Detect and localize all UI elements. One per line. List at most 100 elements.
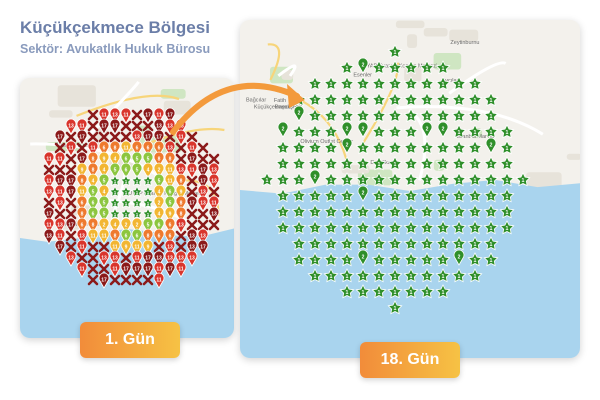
no-rank-icon[interactable] — [87, 109, 99, 121]
map-pin-icon[interactable]: 17 — [54, 239, 66, 256]
map-pin-icon[interactable]: 13 — [164, 140, 176, 157]
map-pin-icon[interactable]: 4 — [87, 173, 99, 190]
star-marker-icon[interactable]: 1 — [483, 204, 499, 219]
no-rank-icon[interactable] — [186, 208, 198, 220]
star-marker-icon[interactable]: 1 — [323, 124, 339, 139]
star-marker-icon[interactable]: 1 — [371, 156, 387, 171]
star-marker-icon[interactable]: 1 — [291, 140, 307, 155]
map-pin-icon[interactable]: 17 — [142, 107, 154, 124]
star-marker-icon[interactable]: 1 — [307, 156, 323, 171]
map-pin-icon[interactable]: 6 — [120, 162, 132, 179]
map-pin-icon[interactable]: 11 — [153, 272, 165, 289]
map-pin-icon[interactable]: 17 — [197, 239, 209, 256]
map-pin-icon[interactable]: 6 — [153, 217, 165, 234]
star-marker-icon[interactable]: 1 — [291, 252, 307, 267]
star-marker-icon[interactable]: 1 — [371, 92, 387, 107]
star-marker-icon[interactable]: 1 — [419, 188, 435, 203]
map-pin-icon[interactable]: 2 — [453, 249, 465, 266]
map-pin-icon[interactable]: 11 — [98, 107, 110, 124]
star-marker-icon[interactable]: 1 — [483, 236, 499, 251]
star-marker-icon[interactable]: 1 — [119, 196, 133, 209]
star-marker-icon[interactable]: 1 — [387, 188, 403, 203]
star-marker-icon[interactable]: 1 — [291, 124, 307, 139]
star-marker-icon[interactable]: 1 — [387, 76, 403, 91]
star-marker-icon[interactable]: 1 — [355, 220, 371, 235]
map-pin-icon[interactable]: 4 — [98, 184, 110, 201]
star-marker-icon[interactable]: 1 — [355, 156, 371, 171]
map-pin-icon[interactable]: 8 — [175, 195, 187, 212]
map-pin-icon[interactable]: 9 — [76, 162, 88, 179]
map-pin-icon[interactable]: 13 — [208, 206, 220, 223]
map-pin-icon[interactable]: 8 — [109, 228, 121, 245]
star-marker-icon[interactable]: 1 — [355, 284, 371, 299]
star-marker-icon[interactable]: 1 — [483, 108, 499, 123]
star-marker-icon[interactable]: 1 — [387, 268, 403, 283]
map-pin-icon[interactable]: 11 — [98, 228, 110, 245]
star-marker-icon[interactable]: 1 — [130, 207, 144, 220]
map-pin-icon[interactable]: 11 — [54, 184, 66, 201]
star-marker-icon[interactable]: 1 — [451, 236, 467, 251]
star-marker-icon[interactable]: 1 — [108, 174, 122, 187]
map-pin-icon[interactable]: 6 — [164, 184, 176, 201]
map-pin-icon[interactable]: 13 — [164, 250, 176, 267]
star-marker-icon[interactable]: 1 — [371, 268, 387, 283]
map-pin-icon[interactable]: 8 — [76, 206, 88, 223]
star-marker-icon[interactable]: 1 — [323, 108, 339, 123]
star-marker-icon[interactable]: 1 — [499, 124, 515, 139]
no-rank-icon[interactable] — [153, 241, 165, 253]
map-pin-icon[interactable]: 17 — [131, 261, 143, 278]
star-marker-icon[interactable]: 1 — [435, 76, 451, 91]
star-marker-icon[interactable]: 1 — [483, 220, 499, 235]
star-marker-icon[interactable]: 1 — [403, 60, 419, 75]
star-marker-icon[interactable]: 1 — [371, 108, 387, 123]
map-pin-icon[interactable]: 5 — [98, 195, 110, 212]
star-marker-icon[interactable]: 1 — [403, 76, 419, 91]
map-pin-icon[interactable]: 13 — [153, 118, 165, 135]
map-pin-icon[interactable]: 5 — [164, 195, 176, 212]
map-pin-icon[interactable]: 2 — [421, 121, 433, 138]
no-rank-icon[interactable] — [65, 131, 77, 143]
map-pin-icon[interactable]: 17 — [164, 107, 176, 124]
map-pin-icon[interactable]: 2 — [357, 121, 369, 138]
star-marker-icon[interactable]: 1 — [108, 185, 122, 198]
map-pin-icon[interactable]: 8 — [109, 140, 121, 157]
star-marker-icon[interactable]: 1 — [355, 236, 371, 251]
map-pin-icon[interactable]: 11 — [175, 261, 187, 278]
star-marker-icon[interactable]: 1 — [451, 92, 467, 107]
star-marker-icon[interactable]: 1 — [371, 60, 387, 75]
star-marker-icon[interactable]: 1 — [467, 236, 483, 251]
map-pin-icon[interactable]: 13 — [109, 107, 121, 124]
map-pin-icon[interactable]: 6 — [87, 195, 99, 212]
star-marker-icon[interactable]: 1 — [419, 60, 435, 75]
star-marker-icon[interactable]: 1 — [467, 92, 483, 107]
map-pin-icon[interactable]: 17 — [197, 173, 209, 190]
map-pin-icon[interactable]: 17 — [153, 129, 165, 146]
star-marker-icon[interactable]: 1 — [371, 188, 387, 203]
star-marker-icon[interactable]: 1 — [291, 204, 307, 219]
star-marker-icon[interactable]: 1 — [355, 92, 371, 107]
map-pin-icon[interactable]: 9 — [175, 184, 187, 201]
star-marker-icon[interactable]: 1 — [387, 124, 403, 139]
star-marker-icon[interactable]: 1 — [119, 185, 133, 198]
star-marker-icon[interactable]: 1 — [467, 172, 483, 187]
star-marker-icon[interactable]: 1 — [323, 92, 339, 107]
star-marker-icon[interactable]: 1 — [355, 268, 371, 283]
map-pin-icon[interactable]: 2 — [357, 249, 369, 266]
map-pin-icon[interactable]: 17 — [65, 217, 77, 234]
star-marker-icon[interactable]: 1 — [451, 140, 467, 155]
no-rank-icon[interactable] — [197, 142, 209, 154]
star-marker-icon[interactable]: 1 — [323, 76, 339, 91]
map-pin-icon[interactable]: 5 — [153, 173, 165, 190]
no-rank-icon[interactable] — [87, 274, 99, 286]
no-rank-icon[interactable] — [87, 263, 99, 275]
star-marker-icon[interactable]: 1 — [339, 60, 355, 75]
map-pin-icon[interactable]: 17 — [98, 272, 110, 289]
map-pin-icon[interactable]: 5 — [142, 217, 154, 234]
star-marker-icon[interactable]: 1 — [435, 108, 451, 123]
no-rank-icon[interactable] — [186, 175, 198, 187]
map-pin-icon[interactable]: 11 — [87, 228, 99, 245]
map-pin-icon[interactable]: 8 — [87, 162, 99, 179]
map-pin-icon[interactable]: 13 — [175, 162, 187, 179]
no-rank-icon[interactable] — [109, 274, 121, 286]
map-pin-icon[interactable]: 17 — [186, 195, 198, 212]
